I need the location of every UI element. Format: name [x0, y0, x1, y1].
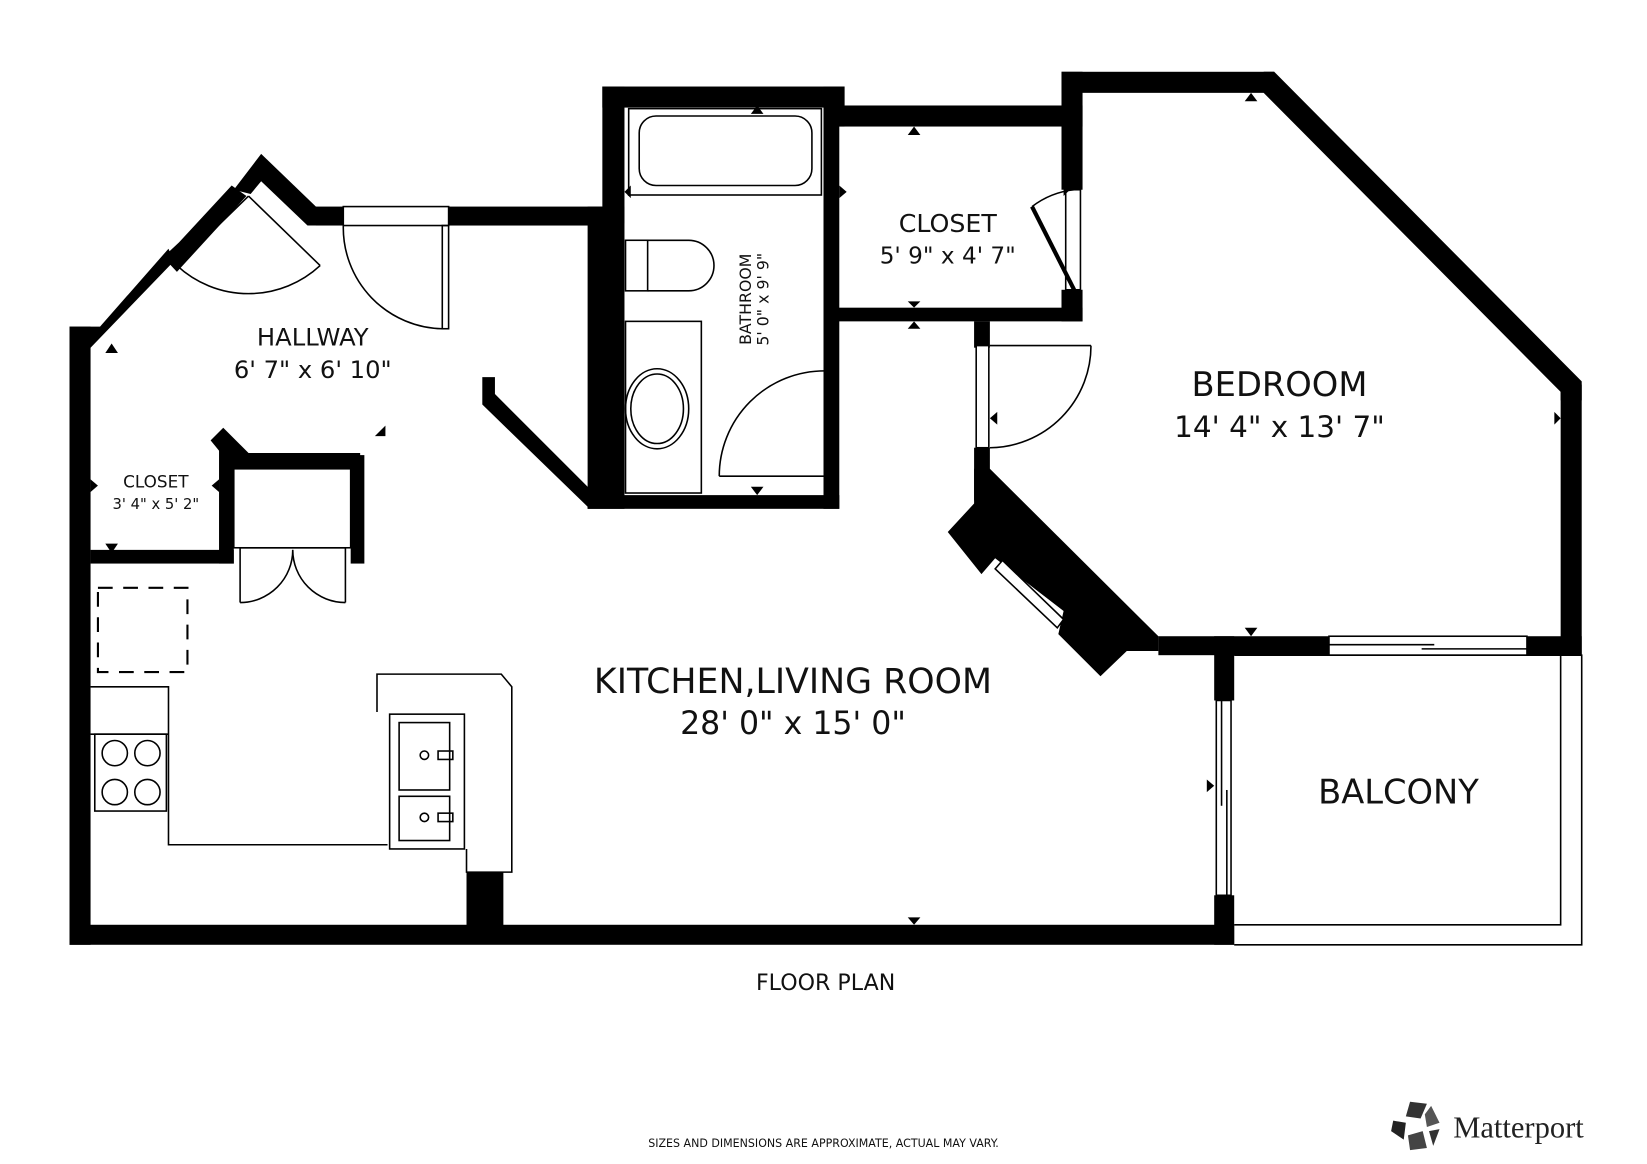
sink: [388, 713, 466, 850]
room-name: KITCHEN,LIVING ROOM: [594, 662, 992, 702]
brand-name: Matterport: [1453, 1110, 1584, 1144]
dining-table-outline: [96, 586, 189, 674]
disclaimer: SIZES AND DIMENSIONS ARE APPROXIMATE, AC…: [648, 1137, 999, 1150]
room-hallway: HALLWAY 6' 7" x 6' 10": [234, 324, 392, 385]
dimension-markers: [90, 92, 1561, 925]
kitchen-island: [376, 673, 513, 873]
doors: [167, 180, 1583, 946]
room-size: 3' 4" x 5' 2": [113, 496, 200, 513]
room-name: CLOSET: [899, 209, 998, 238]
room-kitchen-living: KITCHEN,LIVING ROOM 28' 0" x 15' 0": [594, 662, 992, 742]
room-bathroom: BATHROOM 5' 0" x 9' 9": [736, 253, 773, 346]
room-name: BATHROOM: [736, 254, 755, 345]
matterport-logo: Matterport: [1391, 1101, 1584, 1151]
room-size: 14' 4" x 13' 7": [1174, 410, 1385, 444]
vanity: [624, 320, 703, 494]
room-size: 6' 7" x 6' 10": [234, 356, 392, 384]
room-name: HALLWAY: [257, 324, 369, 352]
toilet: [624, 239, 649, 292]
room-balcony: BALCONY: [1318, 773, 1479, 812]
plan-title: FLOOR PLAN: [756, 970, 895, 996]
room-size: 28' 0" x 15' 0": [680, 706, 906, 742]
room-name: BALCONY: [1318, 773, 1479, 812]
room-size: 5' 0" x 9' 9": [754, 253, 773, 346]
fixtures: [90, 107, 823, 873]
bathtub: [627, 107, 823, 196]
stove: [93, 733, 168, 812]
room-name: BEDROOM: [1192, 365, 1368, 404]
room-hall-closet: CLOSET 3' 4" x 5' 2": [113, 472, 200, 513]
room-size: 5' 9" x 4' 7": [880, 243, 1016, 269]
room-bedroom-closet: CLOSET 5' 9" x 4' 7": [880, 209, 1016, 270]
room-name: CLOSET: [123, 472, 189, 492]
walls: [69, 71, 1582, 945]
room-bedroom: BEDROOM 14' 4" x 13' 7": [1174, 365, 1385, 444]
matterport-logo-icon: [1391, 1101, 1440, 1151]
